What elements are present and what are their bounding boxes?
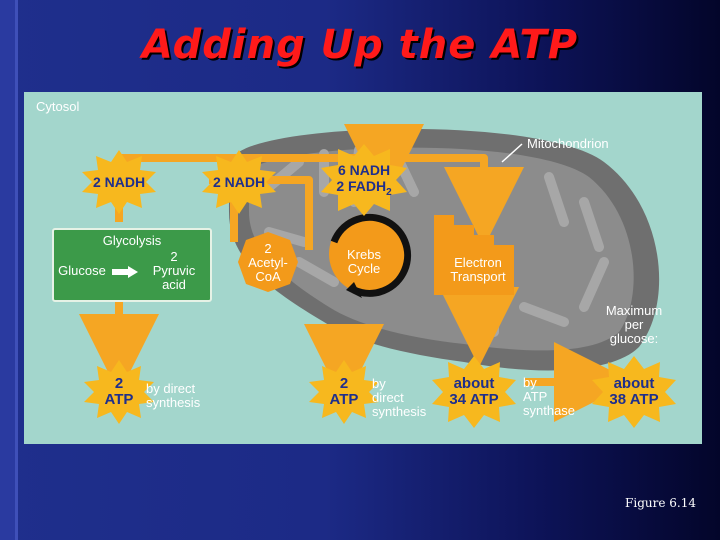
nadh-mid-text: 2 NADH	[212, 174, 266, 190]
atp1-text: 2 ATP	[94, 376, 144, 408]
nadh-right-line2: 2 FADH	[336, 178, 387, 194]
atp3-burst	[432, 356, 516, 428]
atp3-caption2: ATP	[523, 389, 548, 404]
glucose-label: Glucose	[58, 263, 106, 278]
krebs-line1: Krebs	[347, 247, 381, 262]
slide-title: Adding Up the ATP	[141, 22, 579, 68]
nadh-right-text: 6 NADH 2 FADH2	[324, 162, 404, 201]
maximum-per-glucose-label: Maximum per glucose:	[592, 304, 676, 346]
atp3-caption3: synthase	[523, 403, 576, 418]
diagram-graphic	[79, 124, 676, 428]
pyruvic-acid-label: 2 Pyruvic acid	[138, 250, 210, 292]
diagram-panel: Cytosol Mitochondrion 2 NADH 2 NADH 6 NA…	[24, 92, 702, 444]
nadh-mid-burst	[202, 150, 276, 214]
atp1-caption2: synthesis	[146, 395, 201, 410]
atp4-line1: about	[613, 375, 655, 392]
figure-caption: Figure 6.14	[625, 496, 696, 510]
atp1-caption: by direct synthesis	[146, 382, 200, 410]
atp4-line2: 38 ATP	[609, 391, 659, 408]
atp2-line2: ATP	[329, 391, 359, 408]
pyruvic-line2: Pyruvic	[152, 263, 196, 278]
acetyl-coa-shape	[238, 232, 298, 292]
atp4-text: about 38 ATP	[598, 376, 670, 408]
atp2-caption: by direct synthesis	[372, 377, 426, 419]
atp1-line2: ATP	[104, 391, 134, 408]
mitochondrion-pointer	[501, 143, 523, 163]
left-accent-bar	[0, 0, 18, 540]
mitochondrion-label: Mitochondrion	[527, 136, 609, 151]
atp1-line1: 2	[114, 375, 124, 392]
acetyl-line2: Acetyl-	[248, 255, 288, 270]
atp3-text: about 34 ATP	[438, 376, 510, 408]
atp3-caption: by ATP synthase	[523, 376, 575, 418]
electron-line2: Transport	[450, 269, 506, 284]
glycolysis-title: Glycolysis	[102, 233, 162, 248]
atp2-caption1: by	[372, 376, 386, 391]
krebs-line2: Cycle	[347, 261, 381, 276]
maximum-line1: Maximum	[605, 303, 663, 318]
cytosol-label: Cytosol	[36, 99, 80, 114]
electron-transport-label: Electron Transport	[434, 256, 522, 284]
atp2-line1: 2	[339, 375, 349, 392]
nadh-right-line2-wrap: 2 FADH2	[324, 178, 404, 201]
electron-line1: Electron	[454, 255, 502, 270]
atp2-caption2: direct	[372, 390, 404, 405]
acetyl-coa-label: 2 Acetyl- CoA	[236, 242, 300, 284]
krebs-cycle-label: Krebs Cycle	[336, 248, 392, 276]
atp2-text: 2 ATP	[319, 376, 369, 408]
glycolysis-box: Glycolysis Glucose 2 Pyruvic acid	[52, 228, 212, 302]
maximum-line2: per	[624, 317, 644, 332]
acetyl-line3: CoA	[255, 269, 281, 284]
nadh-right-burst	[321, 144, 407, 216]
atp2-burst	[309, 360, 379, 424]
atp4-burst	[592, 356, 676, 428]
atp3-caption1: by	[523, 375, 537, 390]
pyruvic-line3: acid	[162, 277, 186, 292]
nadh-right-line1: 6 NADH	[337, 162, 391, 178]
pyruvic-line1: 2	[170, 249, 178, 264]
nadh-left-burst	[82, 150, 156, 214]
atp3-line1: about	[453, 375, 495, 392]
atp2-caption3: synthesis	[372, 404, 427, 419]
krebs-cycle-ring	[329, 213, 412, 298]
electron-transport-stairs	[434, 215, 514, 295]
atp1-caption1: by direct	[146, 381, 196, 396]
nadh-right-sub: 2	[386, 186, 392, 198]
acetyl-line1: 2	[264, 241, 272, 256]
glucose-arrow-icon	[112, 266, 138, 278]
atp1-burst	[84, 360, 154, 424]
atp3-line2: 34 ATP	[449, 391, 499, 408]
maximum-line3: glucose:	[609, 331, 659, 346]
nadh-left-text: 2 NADH	[92, 174, 146, 190]
